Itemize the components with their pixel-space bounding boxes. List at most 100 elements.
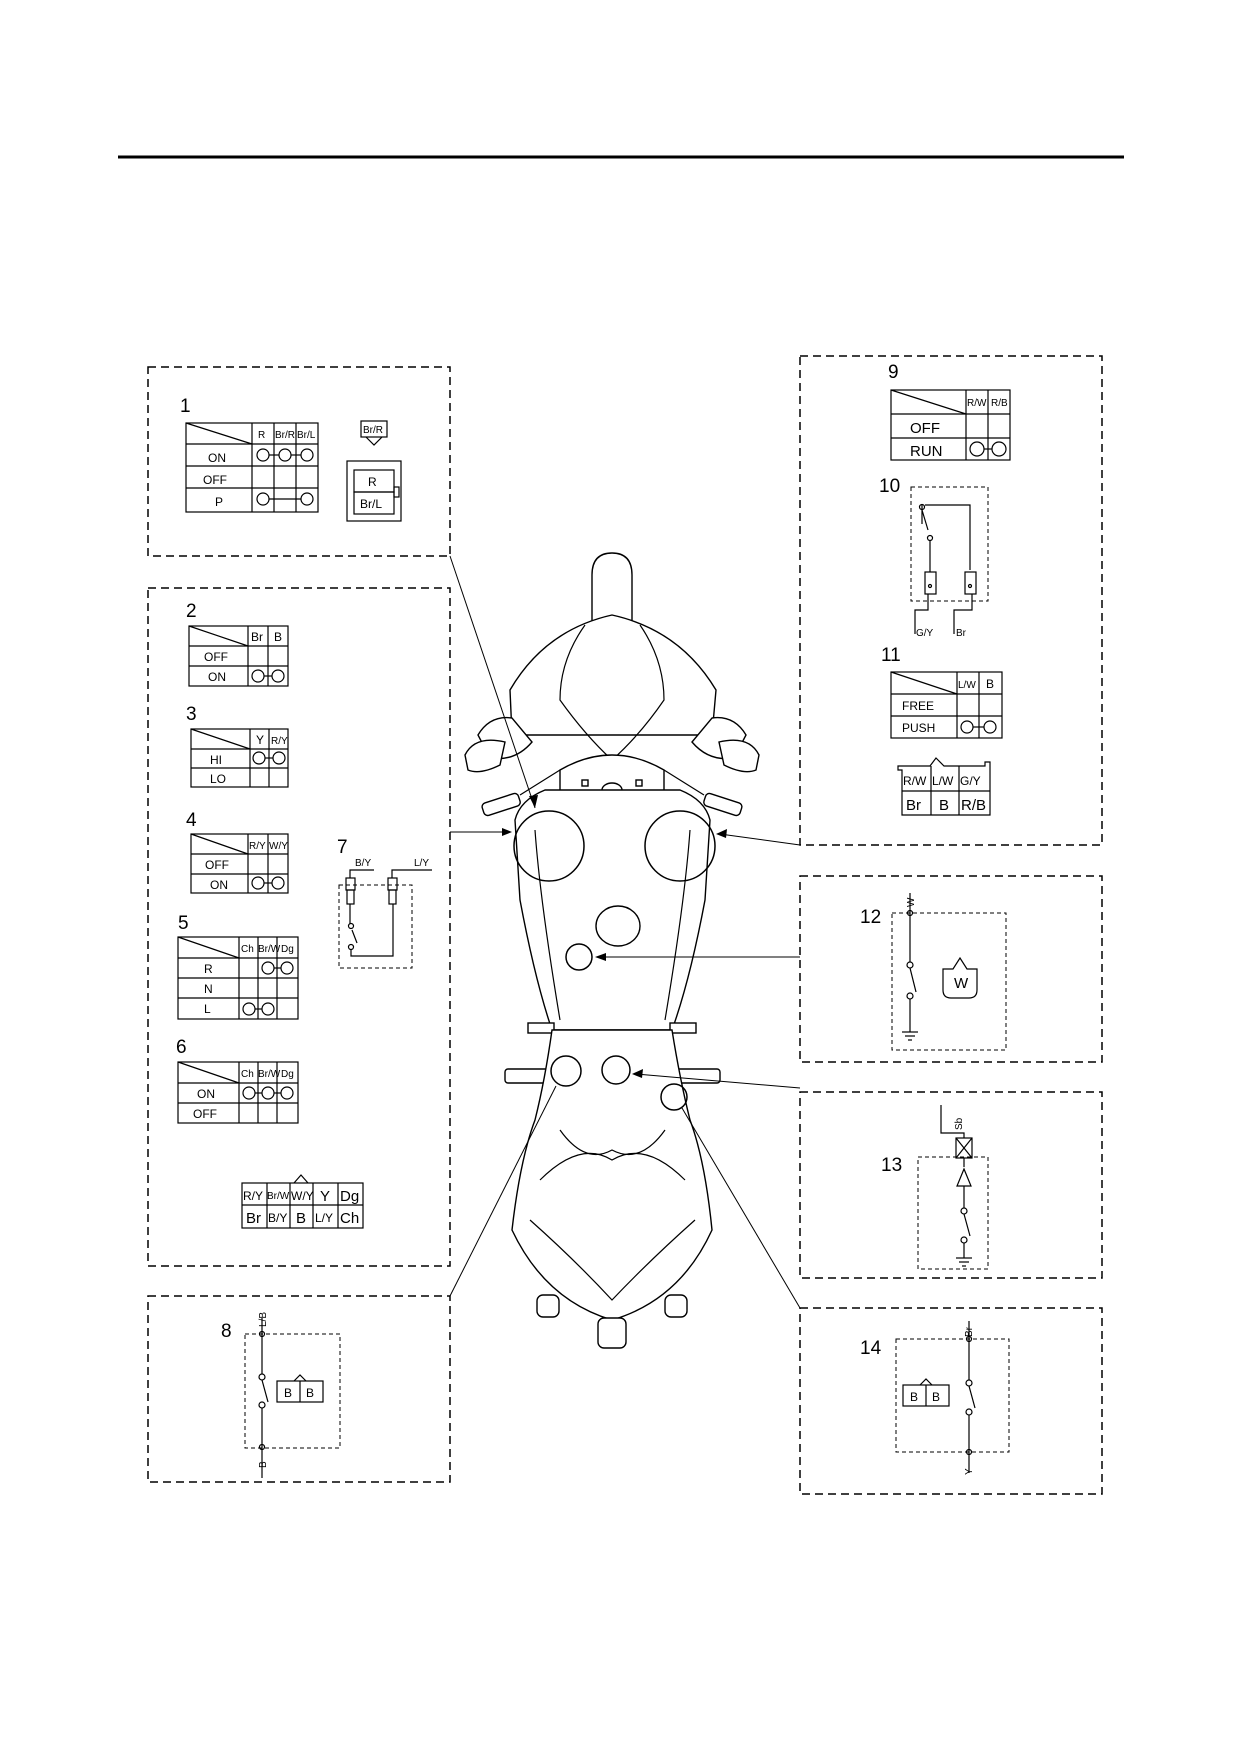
svg-text:Y: Y xyxy=(256,733,264,747)
switch-12-schematic: W W xyxy=(891,893,1007,1051)
svg-text:L/Y: L/Y xyxy=(414,858,429,869)
switch-4-table: R/Y W/Y OFF ON xyxy=(190,833,289,894)
callout-circle-8 xyxy=(550,1055,582,1087)
svg-text:Br/R: Br/R xyxy=(275,430,295,441)
svg-text:B: B xyxy=(274,630,282,644)
switch-7-number: 7 xyxy=(337,837,348,858)
svg-text:B: B xyxy=(258,1461,269,1468)
switch-3-table: Y R/Y HI LO xyxy=(190,728,289,788)
svg-text:R/B: R/B xyxy=(991,398,1008,409)
callout-circle-right-handlebar xyxy=(644,810,716,882)
svg-text:B: B xyxy=(296,1210,306,1227)
svg-text:OFF: OFF xyxy=(910,420,940,437)
right-handlebar-connector: R/W L/W G/Y Br B R/B xyxy=(897,757,991,816)
svg-text:R: R xyxy=(204,962,213,976)
svg-text:N: N xyxy=(204,982,213,996)
svg-text:ON: ON xyxy=(208,451,226,465)
svg-text:B: B xyxy=(306,1386,314,1400)
svg-text:B: B xyxy=(284,1386,292,1400)
switch-2-table: Br B OFF ON xyxy=(188,625,289,687)
switch-4-number: 4 xyxy=(186,810,197,831)
switch-5-table: Ch Br/W Dg R N L xyxy=(177,936,299,1020)
svg-text:OFF: OFF xyxy=(204,650,228,664)
svg-text:ON: ON xyxy=(208,670,226,684)
panel-1 xyxy=(147,366,451,557)
switch-7-schematic: B/Y L/Y xyxy=(338,858,432,969)
svg-text:Br/L: Br/L xyxy=(360,497,382,511)
svg-text:HI: HI xyxy=(210,753,222,767)
svg-text:B: B xyxy=(939,797,949,814)
callout-circle-13 xyxy=(601,1055,631,1085)
svg-text:R/W: R/W xyxy=(967,398,987,409)
panel-9-11 xyxy=(799,355,1103,846)
motorcycle-top-view xyxy=(464,552,760,1349)
svg-text:R: R xyxy=(258,430,265,441)
svg-text:L: L xyxy=(204,1002,211,1016)
svg-text:Dg: Dg xyxy=(281,944,294,955)
svg-text:Br/R: Br/R xyxy=(363,425,383,436)
switch-2-number: 2 xyxy=(186,601,197,622)
switch-3-number: 3 xyxy=(186,704,197,725)
svg-text:Br: Br xyxy=(906,797,921,814)
switch-14-number: 14 xyxy=(860,1338,882,1359)
switch-10-schematic: G/Y Br xyxy=(910,486,989,639)
svg-text:Ch: Ch xyxy=(241,944,254,955)
svg-text:Br/W: Br/W xyxy=(258,1069,281,1080)
panel-8 xyxy=(147,1295,451,1483)
svg-text:LO: LO xyxy=(210,772,226,786)
switch-11-table: L/W B FREE PUSH xyxy=(890,671,1003,739)
svg-text:FREE: FREE xyxy=(902,699,934,713)
svg-text:W/Y: W/Y xyxy=(269,841,288,852)
svg-text:Br: Br xyxy=(251,630,263,644)
switch-14-schematic: Br Y B B xyxy=(895,1321,1010,1475)
left-handlebar-connector: R/Y Br/W W/Y Y Dg Br B/Y B L/Y Ch xyxy=(241,1174,364,1229)
switch-1-connector: Br/R R Br/L xyxy=(346,420,402,522)
svg-text:Br/W: Br/W xyxy=(258,944,281,955)
panel-2-7 xyxy=(147,587,451,1267)
svg-text:W: W xyxy=(954,975,969,992)
switch-13-schematic: Sb xyxy=(917,1105,989,1270)
svg-text:R/W: R/W xyxy=(903,774,927,788)
panel-12 xyxy=(799,875,1103,1063)
svg-text:B: B xyxy=(986,677,994,691)
svg-text:PUSH: PUSH xyxy=(902,721,935,735)
switch-8-schematic: L/B B B B xyxy=(244,1312,341,1478)
switch-1-table: R Br/R Br/L ON OFF P xyxy=(185,422,319,513)
svg-text:OFF: OFF xyxy=(205,858,229,872)
svg-text:ON: ON xyxy=(210,878,228,892)
svg-text:R: R xyxy=(368,475,377,489)
switch-13-number: 13 xyxy=(881,1155,902,1176)
switch-9-table: R/W R/B OFF RUN xyxy=(890,389,1011,461)
svg-text:B: B xyxy=(932,1390,940,1404)
callout-circle-14 xyxy=(660,1083,688,1111)
svg-text:Br: Br xyxy=(956,628,967,639)
svg-text:B: B xyxy=(910,1390,918,1404)
svg-text:G/Y: G/Y xyxy=(960,774,981,788)
svg-text:Br/W: Br/W xyxy=(267,1191,290,1202)
svg-text:B/Y: B/Y xyxy=(355,858,371,869)
svg-text:R/Y: R/Y xyxy=(249,841,266,852)
leader-lines xyxy=(449,555,801,1309)
svg-text:R/Y: R/Y xyxy=(243,1189,263,1203)
switch-12-number: 12 xyxy=(860,907,881,928)
svg-text:Br/L: Br/L xyxy=(297,430,316,441)
svg-text:Br: Br xyxy=(246,1210,261,1227)
svg-text:L/W: L/W xyxy=(958,680,976,691)
switch-1-number: 1 xyxy=(180,396,191,417)
svg-text:ON: ON xyxy=(197,1087,215,1101)
switch-10-number: 10 xyxy=(879,476,900,497)
svg-text:P: P xyxy=(215,495,223,509)
svg-text:L/Y: L/Y xyxy=(315,1211,333,1225)
svg-text:R/B: R/B xyxy=(961,797,986,814)
switch-6-number: 6 xyxy=(176,1037,187,1058)
switch-11-number: 11 xyxy=(881,645,901,666)
switch-6-table: Ch Br/W Dg ON OFF xyxy=(177,1061,299,1124)
svg-text:OFF: OFF xyxy=(193,1107,217,1121)
switch-5-number: 5 xyxy=(178,913,189,934)
svg-text:R/Y: R/Y xyxy=(271,736,288,747)
switch-9-number: 9 xyxy=(888,362,899,383)
svg-text:B/Y: B/Y xyxy=(268,1211,287,1225)
svg-text:G/Y: G/Y xyxy=(916,628,934,639)
